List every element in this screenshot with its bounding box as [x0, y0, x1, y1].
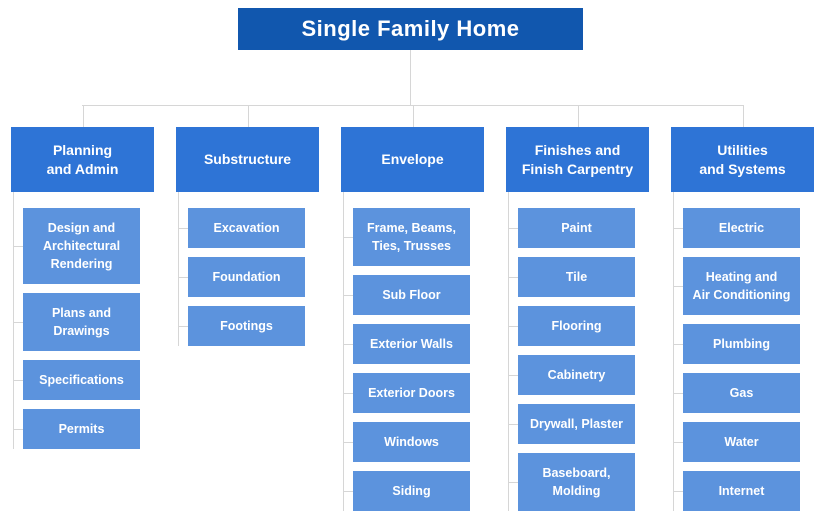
- item-label: Exterior Doors: [368, 386, 455, 400]
- branch-finishes-and-finish-carpentry: Finishes and Finish Carpentry Paint Tile…: [495, 105, 660, 517]
- category-label: Utilities and Systems: [699, 141, 786, 177]
- item-label: Water: [724, 435, 759, 449]
- item-label: Permits: [58, 422, 105, 436]
- item-box: Plumbing: [673, 308, 800, 364]
- item-label: Specifications: [39, 373, 124, 387]
- item-box: Electric: [673, 192, 800, 248]
- item-label: Heating and Air Conditioning: [692, 270, 791, 302]
- item-label: Cabinetry: [547, 368, 606, 382]
- item-label: Siding: [392, 484, 431, 498]
- category-box-utilities: Utilities and Systems: [671, 105, 814, 192]
- child-list: Paint Tile Flooring Cabinetry: [508, 192, 635, 511]
- item-label: Drywall, Plaster: [529, 417, 624, 431]
- trunk-connector: [410, 50, 411, 105]
- item-box: Design and Architectural Rendering: [13, 192, 140, 284]
- root-node-single-family-home: Single Family Home: [238, 8, 583, 50]
- item-box: Plans and Drawings: [13, 277, 140, 351]
- item-label: Exterior Walls: [370, 337, 453, 351]
- child-list: Excavation Foundation Footings: [178, 192, 305, 346]
- category-box-envelope: Envelope: [341, 105, 484, 192]
- child-list: Design and Architectural Rendering Plans…: [13, 192, 140, 449]
- item-box: Foundation: [178, 241, 305, 297]
- item-box: Water: [673, 406, 800, 462]
- branch-columns: Planning and Admin Design and Architectu…: [0, 105, 825, 517]
- item-box: Excavation: [178, 192, 305, 248]
- child-list: Electric Heating and Air Conditioning Pl…: [673, 192, 800, 511]
- item-box: Flooring: [508, 290, 635, 346]
- item-label: Plans and Drawings: [51, 306, 112, 338]
- item-box: Exterior Doors: [343, 357, 470, 413]
- child-list: Frame, Beams, Ties, Trusses Sub Floor Ex…: [343, 192, 470, 511]
- item-box: Drywall, Plaster: [508, 388, 635, 444]
- item-box: Windows: [343, 406, 470, 462]
- item-box: Gas: [673, 357, 800, 413]
- branch-envelope: Envelope Frame, Beams, Ties, Trusses Sub…: [330, 105, 495, 517]
- item-box: Specifications: [13, 344, 140, 400]
- category-label: Planning and Admin: [46, 141, 119, 177]
- root-node-label: Single Family Home: [301, 16, 520, 41]
- item-label: Foundation: [212, 270, 281, 284]
- item-label: Frame, Beams, Ties, Trusses: [367, 221, 456, 253]
- item-label: Paint: [561, 221, 592, 235]
- category-box-finishes: Finishes and Finish Carpentry: [506, 105, 649, 192]
- item-label: Design and Architectural Rendering: [42, 221, 121, 271]
- item-box: Paint: [508, 192, 635, 248]
- branch-utilities-and-systems: Utilities and Systems Electric Heating a…: [660, 105, 825, 517]
- item-box: Exterior Walls: [343, 308, 470, 364]
- item-box: Frame, Beams, Ties, Trusses: [343, 192, 470, 266]
- category-label: Envelope: [381, 151, 444, 167]
- item-label: Tile: [565, 270, 588, 284]
- category-label: Finishes and Finish Carpentry: [521, 141, 634, 177]
- item-label: Footings: [220, 319, 273, 333]
- item-box: Permits: [13, 393, 140, 449]
- item-box: Footings: [178, 290, 305, 346]
- item-label: Gas: [729, 386, 754, 400]
- item-box: Heating and Air Conditioning: [673, 241, 800, 315]
- item-box: Siding: [343, 455, 470, 511]
- category-label: Substructure: [203, 151, 292, 167]
- item-label: Internet: [718, 484, 765, 498]
- category-box-planning-and-admin: Planning and Admin: [11, 105, 154, 192]
- branch-planning-and-admin: Planning and Admin Design and Architectu…: [0, 105, 165, 517]
- item-label: Sub Floor: [382, 288, 441, 302]
- item-box: Baseboard, Molding: [508, 437, 635, 511]
- item-box: Internet: [673, 455, 800, 511]
- item-label: Excavation: [213, 221, 280, 235]
- item-box: Tile: [508, 241, 635, 297]
- item-label: Baseboard, Molding: [542, 466, 611, 498]
- item-box: Cabinetry: [508, 339, 635, 395]
- item-label: Plumbing: [713, 337, 770, 351]
- item-box: Sub Floor: [343, 259, 470, 315]
- branch-substructure: Substructure Excavation Foundation Footi…: [165, 105, 330, 517]
- item-label: Flooring: [551, 319, 602, 333]
- item-label: Electric: [718, 221, 765, 235]
- category-box-substructure: Substructure: [176, 105, 319, 192]
- item-label: Windows: [384, 435, 439, 449]
